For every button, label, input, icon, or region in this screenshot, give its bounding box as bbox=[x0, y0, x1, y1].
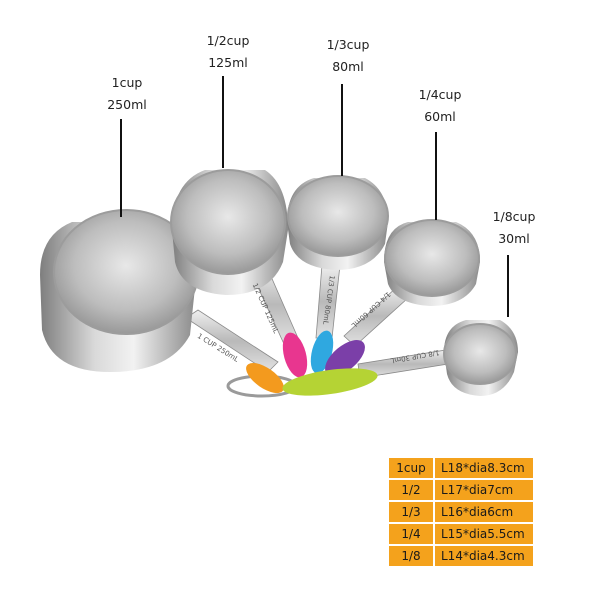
label-1-2cup-name: 1/2cup bbox=[206, 33, 250, 48]
cup-1-2cup bbox=[170, 169, 288, 295]
label-1-3cup-volume: 80ml bbox=[332, 59, 364, 74]
cup-size-cell: 1/2 bbox=[389, 480, 435, 500]
label-1-8cup-name: 1/8cup bbox=[492, 209, 536, 224]
label-1cup: 1cup 250ml bbox=[102, 72, 152, 116]
label-1-8cup-volume: 30ml bbox=[498, 231, 530, 246]
label-1-4cup-volume: 60ml bbox=[424, 109, 456, 124]
handle-1cup bbox=[185, 309, 284, 394]
dimensions-cell: L17*dia7cm bbox=[435, 480, 533, 500]
cup-size-cell: 1/8 bbox=[389, 546, 435, 566]
cup-size-cell: 1/4 bbox=[389, 524, 435, 544]
dimensions-cell: L16*dia6cm bbox=[435, 502, 533, 522]
dimensions-cell: L15*dia5.5cm bbox=[435, 524, 533, 544]
cup-1-4cup bbox=[384, 219, 480, 306]
pointer-1-4cup bbox=[435, 132, 437, 220]
dimensions-cell: L14*dia4.3cm bbox=[435, 546, 533, 566]
cup-size-cell: 1cup bbox=[389, 458, 435, 478]
label-1-4cup-name: 1/4cup bbox=[418, 87, 462, 102]
cup-1-3cup bbox=[287, 175, 389, 270]
label-1-2cup: 1/2cup 125ml bbox=[200, 30, 256, 74]
label-1-4cup: 1/4cup 60ml bbox=[412, 84, 468, 128]
pointer-1-3cup bbox=[341, 84, 343, 176]
dimensions-cell: L18*dia8.3cm bbox=[435, 458, 533, 478]
cup-size-cell: 1/3 bbox=[389, 502, 435, 522]
label-1-8cup: 1/8cup 30ml bbox=[486, 206, 542, 250]
pointer-1-8cup bbox=[507, 255, 509, 317]
label-1cup-volume: 250ml bbox=[107, 97, 147, 112]
cup-1-8cup bbox=[443, 320, 518, 396]
pointer-1cup bbox=[120, 119, 122, 217]
label-1-3cup-name: 1/3cup bbox=[326, 37, 370, 52]
label-1cup-name: 1cup bbox=[111, 75, 143, 90]
pointer-1-2cup bbox=[222, 76, 224, 168]
label-1-3cup: 1/3cup 80ml bbox=[320, 34, 376, 78]
label-1-2cup-volume: 125ml bbox=[208, 55, 248, 70]
